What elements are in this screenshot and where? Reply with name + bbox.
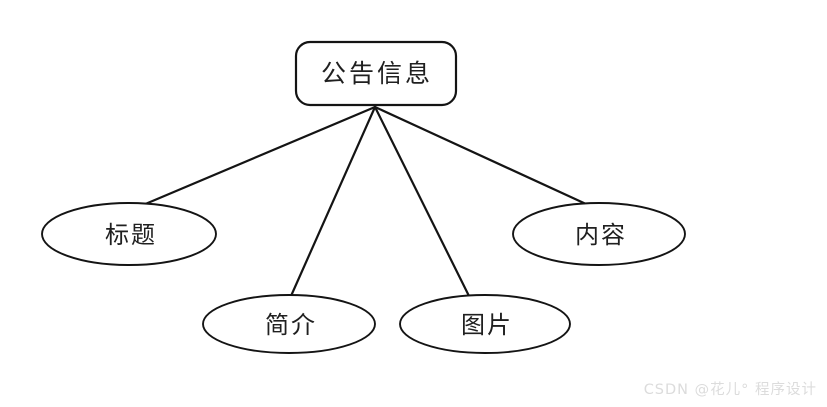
node-root[interactable]: 公告信息 [294, 40, 458, 107]
root-entity-box[interactable] [294, 40, 458, 107]
csdn-watermark: CSDN @花儿° 程序设计 [643, 382, 817, 398]
edge-root-to-intro [289, 105, 377, 298]
node-attribute-content[interactable]: 内容 [512, 202, 686, 266]
attribute-label-title: 标题 [105, 221, 157, 249]
edge-root-to-content [373, 105, 588, 206]
attribute-label-picture: 图片 [461, 311, 513, 339]
edge-group [141, 105, 588, 298]
attribute-ellipse-content[interactable] [512, 202, 686, 266]
node-attribute-intro[interactable]: 简介 [202, 294, 376, 354]
edge-root-to-title [141, 105, 377, 207]
attribute-ellipse-picture[interactable] [399, 294, 571, 354]
attribute-ellipse-intro[interactable] [202, 294, 376, 354]
attribute-label-intro: 简介 [265, 311, 317, 339]
edge-root-to-picture [373, 105, 471, 298]
node-attribute-title[interactable]: 标题 [41, 202, 217, 266]
node-attribute-picture[interactable]: 图片 [399, 294, 571, 354]
attribute-ellipse-title[interactable] [41, 202, 217, 266]
root-entity-label: 公告信息 [321, 59, 433, 88]
attribute-label-content: 内容 [575, 221, 627, 249]
